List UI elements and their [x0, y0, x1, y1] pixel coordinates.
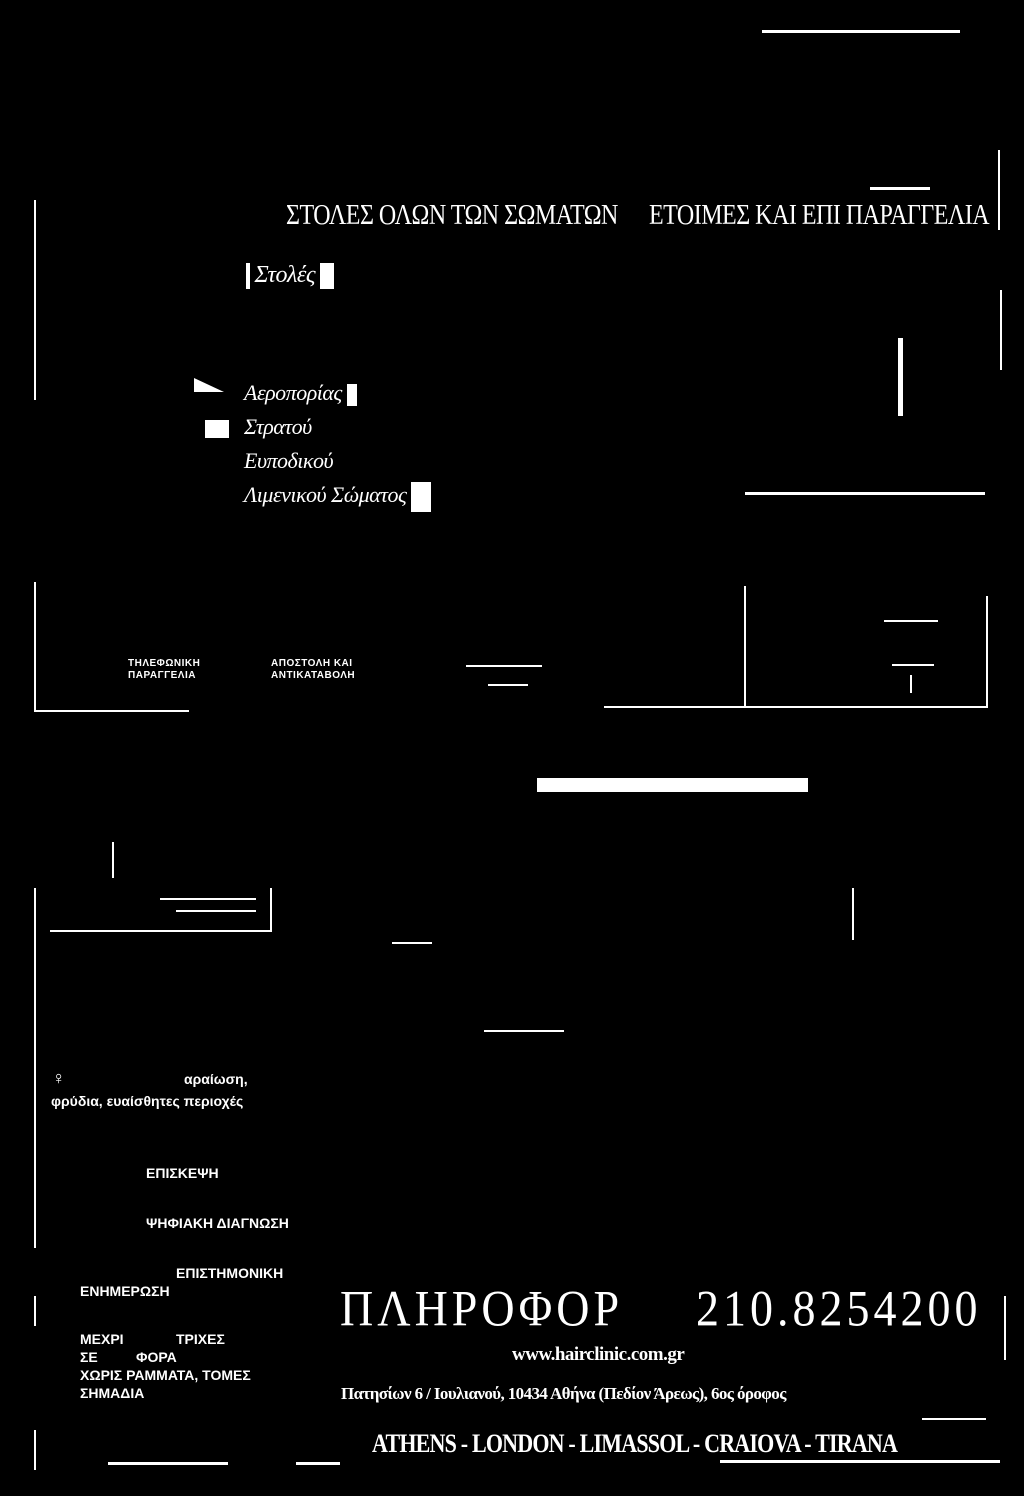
top-right-rule — [762, 30, 960, 33]
branch-coast-guard: Λιμενικού Σώματος — [244, 478, 432, 512]
phone-order: ΤΗΛΕΦΩΝΙΚΗ ΠΑΡΑΓΓΕΛΙΑ — [128, 658, 201, 681]
mid-left-tick — [112, 842, 114, 878]
branch-marker-icon — [346, 383, 357, 406]
service-visit: ΕΠΙΣΚΕΨΗ — [146, 1165, 219, 1181]
order-rule-1 — [466, 665, 542, 667]
label-bar-icon — [246, 262, 250, 289]
frame-right-inner — [898, 338, 903, 416]
order-rule-2 — [488, 684, 528, 686]
service-marks: ΣΗΜΑΔΙΑ — [80, 1385, 145, 1401]
branch-bullet-square-icon — [205, 420, 229, 438]
lower-frame-left — [34, 1296, 36, 1326]
label-block-icon — [319, 262, 334, 289]
mid-rule-right-tick — [270, 888, 272, 930]
mid-rule-3 — [50, 930, 272, 932]
frame-right-top — [998, 150, 1000, 230]
female-line1: αραίωση, — [184, 1071, 248, 1087]
contact-frame-right — [1004, 1296, 1006, 1360]
branch-list: Αεροπορίας Στρατού Ευποδικού Λιμενικού Σ… — [244, 376, 432, 512]
branch-marker-icon — [411, 481, 432, 512]
female-symbol-icon: ♀ — [52, 1068, 66, 1088]
service-update: ΕΝΗΜΕΡΩΣΗ — [80, 1283, 170, 1299]
mid-rule-1 — [160, 898, 256, 900]
order-right-rule-2 — [892, 664, 934, 666]
bottom-frame-left — [34, 1430, 36, 1470]
mid-rule-5 — [484, 1030, 564, 1032]
section-label: Στολές — [254, 262, 316, 288]
branch-bullet-arrow-icon — [194, 378, 224, 392]
service-se: ΣΕ — [80, 1349, 98, 1365]
section-label-box: Στολές — [246, 262, 334, 289]
order-right-box-right — [986, 596, 988, 708]
mid-right-rule — [745, 492, 985, 495]
branch-infantry: Ευποδικού — [244, 448, 334, 473]
order-right-box-left — [744, 586, 746, 708]
contact-info-label: ΠΛΗΡΟΦΟΡ — [340, 1280, 624, 1337]
address-rule — [922, 1418, 986, 1420]
bottom-rule-2 — [296, 1462, 340, 1465]
header-right-title: ΕΤΟΙΜΕΣ ΚΑΙ ΕΠΙ ΠΑΡΑΓΓΕΛΙΑ — [649, 200, 990, 232]
female-line2: φρύδια, ευαίσθητες περιοχές — [51, 1093, 244, 1109]
mid-right-tick — [852, 888, 854, 940]
order-right-rule-1 — [884, 620, 938, 622]
header-left-title: ΣΤΟΛΕΣ ΟΛΩΝ ΤΩΝ ΣΩΜΑΤΩΝ — [286, 200, 618, 232]
frame-right-mid — [1000, 290, 1002, 370]
service-no-letters: ΧΩΡΙΣ ΡΑΜΜΑΤΑ, ΤΟΜΕΣ — [80, 1367, 251, 1383]
order-box-bottom — [34, 710, 189, 712]
service-diagnosis: ΨΗΦΙΑΚΗ ΔΙΑΓΝΩΣΗ — [146, 1215, 289, 1231]
middle-bar — [537, 778, 808, 792]
branch-army: Στρατού — [244, 414, 312, 439]
bottom-rule-1 — [108, 1462, 228, 1465]
service-upto: ΜΕΧΡΙ — [80, 1331, 124, 1347]
order-box-left — [34, 582, 36, 712]
order-right-tick — [910, 675, 912, 693]
contact-cities: ATHENS - LONDON - LIMASSOL - CRAIOVA - T… — [372, 1428, 898, 1458]
mid-frame-left — [34, 888, 36, 1248]
mid-rule-2 — [176, 910, 256, 912]
contact-website: www.hairclinic.com.gr — [512, 1344, 685, 1365]
bottom-rule-3 — [720, 1460, 1000, 1463]
contact-address: Πατησίων 6 / Ιουλιανού, 10434 Αθήνα (Πεδ… — [341, 1384, 786, 1403]
service-hairs: ΤΡΙΧΕΣ — [176, 1331, 225, 1347]
order-right-box-bottom — [604, 706, 988, 708]
service-scientific: ΕΠΙΣΤΗΜΟΝΙΚΗ — [176, 1265, 284, 1281]
branch-air-force: Αεροπορίας — [244, 376, 431, 410]
shipping-info: ΑΠΟΣΤΟΛΗ ΚΑΙ ΑΝΤΙΚΑΤΑΒΟΛΗ — [271, 658, 356, 681]
contact-phone: 210.8254200 — [696, 1280, 982, 1337]
mid-rule-4 — [392, 942, 432, 944]
frame-left-top — [34, 200, 36, 400]
service-fora: ΦΟΡΑ — [136, 1349, 177, 1365]
header-underline — [870, 187, 930, 190]
